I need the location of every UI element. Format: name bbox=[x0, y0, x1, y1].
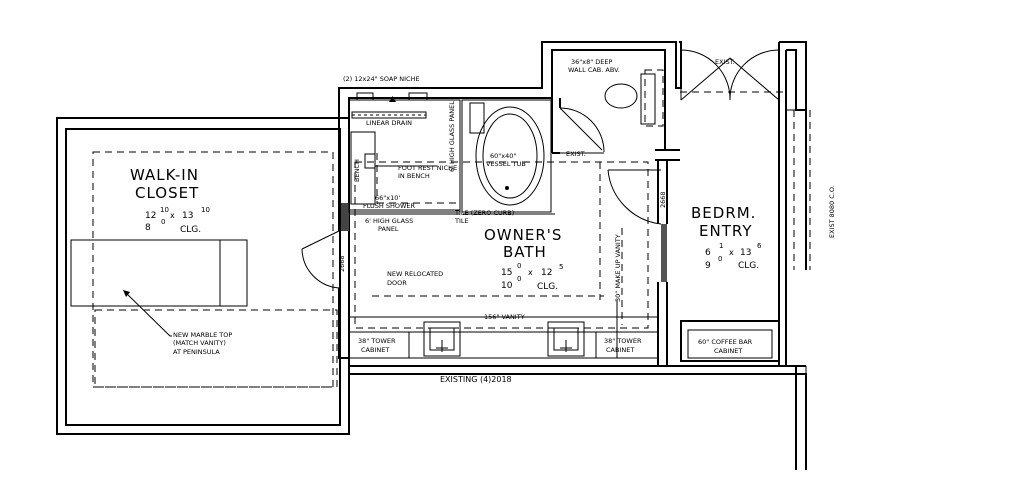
svg-text:OWNER'S: OWNER'S bbox=[484, 226, 562, 244]
tower-right-label-2: CABINET bbox=[606, 346, 634, 354]
tub-label-2: VESSEL TUB bbox=[486, 160, 526, 168]
shower bbox=[348, 92, 461, 215]
marble-label-2: (MATCH VANITY) bbox=[173, 339, 226, 347]
coffee-bar-label-2: CABINET bbox=[714, 347, 742, 355]
svg-text:10: 10 bbox=[501, 281, 513, 291]
vanity-label: 156" VANITY bbox=[484, 313, 525, 321]
new-door-label: NEW RELOCATED bbox=[387, 270, 443, 278]
door-2668-right-label: 2668 bbox=[659, 191, 667, 208]
svg-text:CLG.: CLG. bbox=[738, 261, 759, 271]
marble-label-3: AT PENINSULA bbox=[173, 348, 220, 356]
water-closet bbox=[604, 69, 664, 127]
soap-niche-label: (2) 12x24" SOAP NICHE bbox=[343, 75, 420, 83]
svg-text:6: 6 bbox=[705, 248, 711, 258]
tower-right-label: 38" TOWER bbox=[604, 337, 642, 345]
svg-text:12: 12 bbox=[541, 268, 552, 278]
svg-text:BATH: BATH bbox=[503, 243, 547, 261]
linear-drain-label: LINEAR DRAIN bbox=[366, 119, 412, 127]
shower-label-2: FLUSH SHOWER bbox=[363, 202, 416, 210]
bench-label: BENCH bbox=[353, 159, 361, 182]
svg-text:10: 10 bbox=[160, 206, 169, 214]
svg-text:x: x bbox=[170, 211, 175, 220]
svg-text:x: x bbox=[528, 268, 533, 277]
svg-text:WALK-IN: WALK-IN bbox=[130, 166, 199, 184]
svg-text:12: 12 bbox=[145, 211, 156, 221]
glass-panel-vertical-label: 6' HIGH GLASS PANEL bbox=[448, 101, 456, 172]
svg-text:BEDRM.: BEDRM. bbox=[691, 204, 756, 222]
svg-text:CLG.: CLG. bbox=[180, 225, 201, 235]
bedroom-entry bbox=[680, 41, 811, 374]
exist-8080-label: EXIST 8080 C.O. bbox=[828, 185, 836, 238]
existing-windows-label: EXISTING (4)2018 bbox=[440, 375, 512, 384]
svg-text:5: 5 bbox=[559, 263, 563, 271]
svg-text:0: 0 bbox=[718, 255, 722, 263]
bath-walls bbox=[338, 41, 807, 470]
exist-top-label: EXIST. bbox=[715, 58, 735, 66]
svg-text:8: 8 bbox=[145, 223, 151, 233]
foot-rest-label-2: IN BENCH bbox=[398, 172, 430, 180]
walk-in-closet bbox=[56, 117, 350, 435]
coffee-bar-label: 60" COFFEE BAR bbox=[698, 338, 753, 346]
svg-text:9: 9 bbox=[705, 261, 711, 271]
svg-text:x: x bbox=[729, 248, 734, 257]
tower-left-label-2: CABINET bbox=[361, 346, 389, 354]
svg-text:10: 10 bbox=[201, 206, 210, 214]
foot-rest-label: FOOT REST NICHE bbox=[398, 164, 457, 172]
door-to-entry bbox=[607, 169, 662, 225]
tile-label: TILE bbox=[454, 217, 469, 225]
door-2668-left-label: 2668 bbox=[338, 255, 346, 272]
svg-text:15: 15 bbox=[501, 268, 512, 278]
vessel-tub bbox=[461, 99, 555, 215]
makeup-vanity-label: 30" MAKE UP VANITY bbox=[614, 234, 622, 302]
bath-soffit bbox=[354, 161, 649, 329]
entry-label: BEDRM. ENTRY 6 1 0 x 13 6 9 CLG. bbox=[691, 204, 762, 271]
marble-label: NEW MARBLE TOP bbox=[173, 331, 232, 339]
svg-text:ENTRY: ENTRY bbox=[699, 222, 753, 240]
shower-label: 66"x10' bbox=[375, 194, 400, 202]
svg-text:CLG.: CLG. bbox=[537, 282, 558, 292]
exist-mid-label: EXIST. bbox=[566, 150, 586, 158]
deep-cab-label-2: WALL CAB. ABV. bbox=[568, 66, 620, 74]
svg-text:13: 13 bbox=[740, 248, 751, 258]
wall-jamb bbox=[341, 203, 349, 231]
deep-cab-label: 36"x8" DEEP bbox=[571, 58, 613, 66]
tub-label: 60"x40" bbox=[490, 152, 516, 160]
vanity bbox=[348, 316, 659, 359]
tower-left-label: 38" TOWER bbox=[358, 337, 396, 345]
closet-label: WALK-IN CLOSET 12 10 0 x 13 10 8 CLG. bbox=[130, 166, 210, 235]
svg-text:13: 13 bbox=[182, 211, 193, 221]
svg-text:0: 0 bbox=[517, 275, 521, 283]
svg-text:0: 0 bbox=[517, 262, 521, 270]
glass-panel-label: 6' HIGH GLASS bbox=[365, 217, 413, 225]
glass-panel-label-2: PANEL bbox=[378, 225, 399, 233]
svg-text:0: 0 bbox=[161, 218, 165, 226]
svg-text:CLOSET: CLOSET bbox=[135, 184, 199, 202]
door-to-closet bbox=[301, 230, 340, 289]
svg-text:6: 6 bbox=[757, 242, 762, 250]
bath-label: OWNER'S BATH 15 0 0 x 12 5 10 CLG. bbox=[484, 226, 563, 292]
svg-text:1: 1 bbox=[719, 242, 723, 250]
new-door-label-2: DOOR bbox=[387, 279, 407, 287]
tile-curb-label: TILE (ZERO CURB) bbox=[454, 209, 514, 217]
